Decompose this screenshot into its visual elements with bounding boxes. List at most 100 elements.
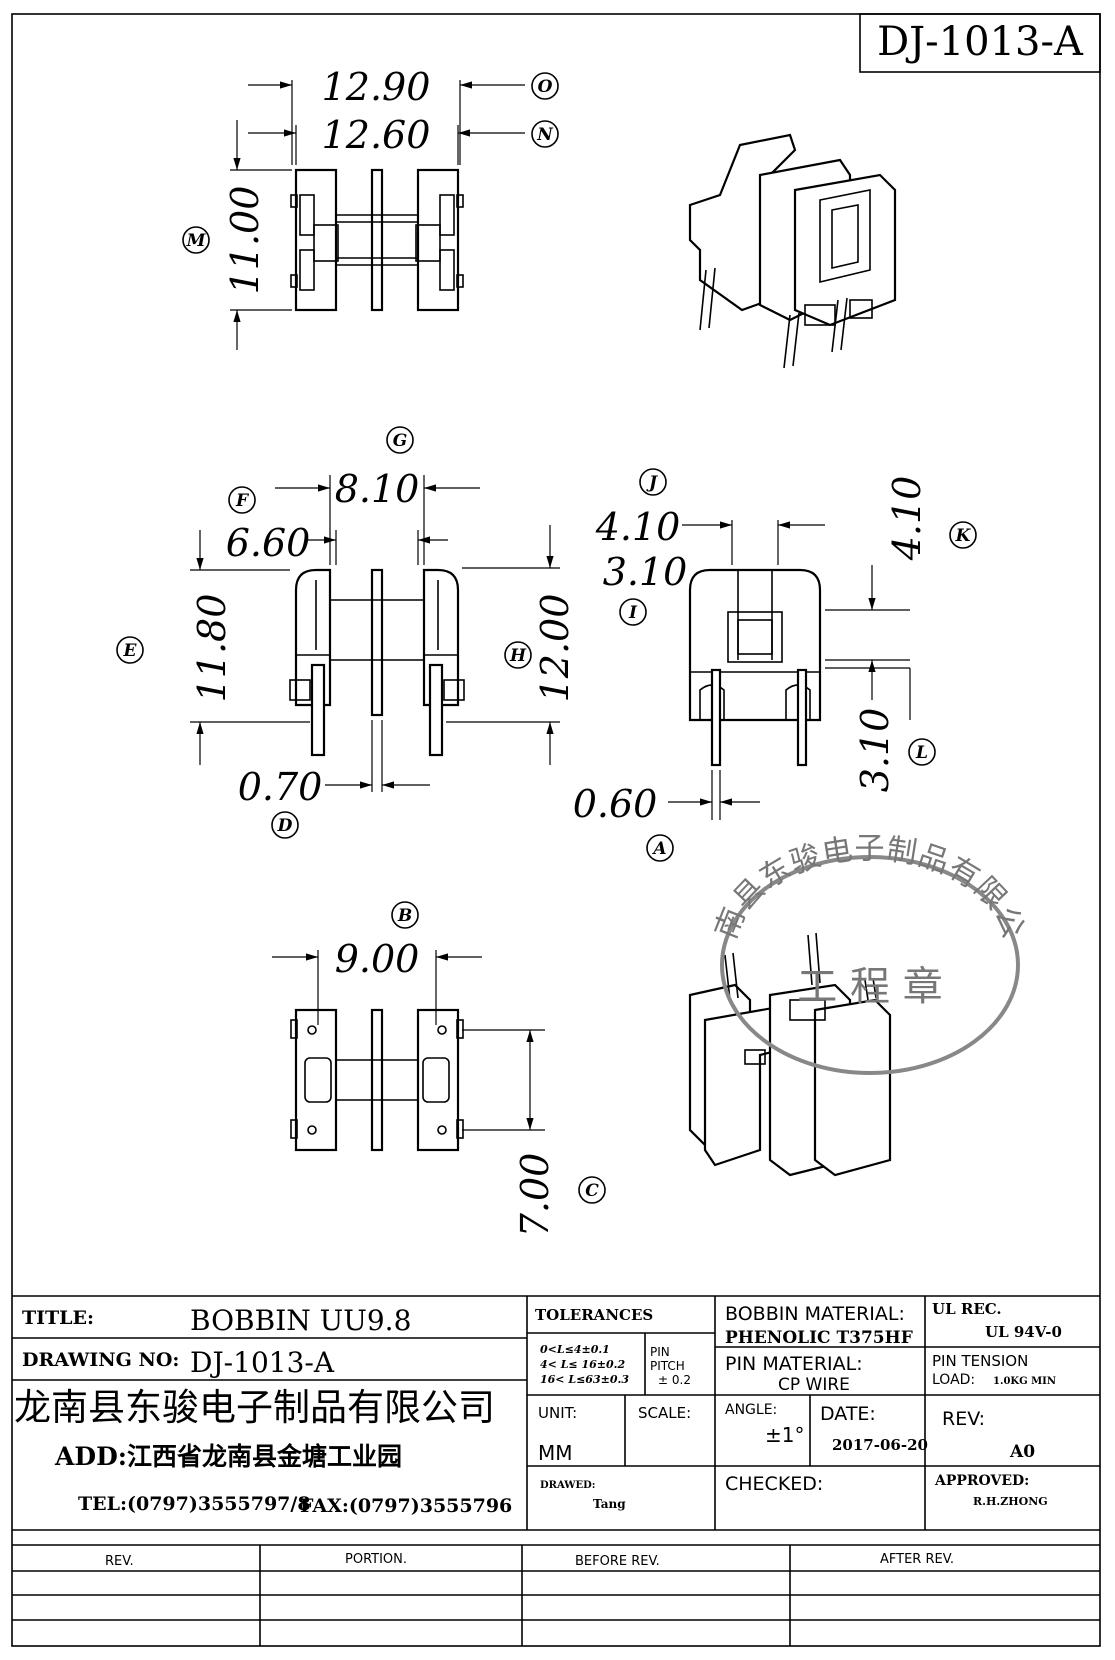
pin-pitch-label2: PITCH	[650, 1359, 685, 1373]
bubble-J	[639, 468, 667, 496]
unit-value: MM	[538, 1441, 573, 1465]
company-fax: FAX:(0797)3555796	[300, 1495, 512, 1517]
dim-K-value: 4.10	[885, 476, 929, 562]
ul-label: UL REC.	[932, 1300, 1002, 1318]
company-address: ADD:江西省龙南县金塘工业园	[54, 1442, 402, 1471]
scale-label: SCALE:	[638, 1404, 691, 1422]
dim-M-value: 11.00	[223, 186, 267, 295]
company-tel: TEL:(0797)3555797/8	[78, 1493, 311, 1515]
stamp-ring-text: 龙南县东骏电子制品有限公司	[0, 0, 1030, 944]
bubble-L	[908, 738, 936, 766]
svg-text:龙南县东骏电子制品有限公司: 龙南县东骏电子制品有限公司	[0, 0, 1030, 944]
bubble-E	[116, 636, 144, 664]
bubble-G	[386, 426, 414, 454]
svg-text:M: M	[186, 231, 207, 251]
tolerances-label: TOLERANCES	[535, 1306, 653, 1324]
bubble-A	[646, 834, 674, 862]
date-label: DATE:	[820, 1403, 876, 1425]
drawn-value: Tang	[593, 1497, 626, 1511]
pin-material-label: PIN MATERIAL:	[725, 1353, 863, 1375]
dim-N-value: 12.60	[322, 113, 431, 157]
pin-tension-load: LOAD:	[932, 1372, 975, 1388]
drawing-no-value: DJ-1013-A	[190, 1346, 335, 1379]
tol-line3: 16< L≤63±0.3	[540, 1373, 629, 1386]
svg-text:H: H	[509, 646, 527, 666]
bubble-B	[391, 901, 419, 929]
svg-text:O: O	[538, 77, 553, 97]
dim-I-value: 3.10	[603, 550, 688, 594]
bubble-D	[271, 811, 299, 839]
drawing-number-box: DJ-1013-A	[859, 13, 1101, 73]
dim-A-value: 0.60	[573, 782, 658, 826]
svg-text:G: G	[393, 431, 408, 451]
approved-value: R.H.ZHONG	[973, 1495, 1048, 1508]
drawing-number-text: DJ-1013-A	[877, 19, 1084, 65]
dim-H-value: 12.00	[533, 594, 577, 703]
front-view: 8.10 G 6.60 F 11.80 E 12.00 H 0.70	[116, 426, 577, 839]
side-view: 4.10 J 3.10 I 4.10 K 3.10 L 0.60 A	[573, 468, 977, 862]
svg-text:B: B	[397, 906, 412, 926]
dim-D-value: 0.70	[238, 765, 323, 809]
drawn-label: DRAWED:	[540, 1480, 595, 1491]
bubble-O	[531, 72, 559, 100]
svg-text:L: L	[915, 743, 928, 763]
bobbin-material-value: PHENOLIC T375HF	[725, 1328, 913, 1348]
pin-pitch-label1: PIN	[650, 1345, 670, 1359]
svg-text:C: C	[585, 1181, 599, 1201]
pin-tension-label: PIN TENSION	[932, 1352, 1028, 1370]
rev-label: REV:	[942, 1408, 985, 1430]
svg-text:K: K	[955, 526, 972, 546]
svg-text:N: N	[536, 125, 554, 145]
dim-C-value: 7.00	[513, 1153, 557, 1238]
svg-text:A: A	[651, 839, 666, 859]
angle-label: ANGLE:	[725, 1402, 777, 1418]
ul-value: UL 94V-0	[985, 1323, 1062, 1341]
pin-tension-value: 1.0KG MIN	[993, 1376, 1056, 1387]
bubble-F	[228, 486, 256, 514]
title-label: TITLE:	[22, 1307, 94, 1329]
rev-header-after: AFTER REV.	[880, 1552, 954, 1567]
checked-label: CHECKED:	[725, 1473, 823, 1495]
rev-header-rev: REV.	[105, 1554, 134, 1569]
drawing-no-label: DRAWING NO:	[22, 1349, 179, 1371]
revision-table: REV. PORTION. BEFORE REV. AFTER REV.	[12, 1544, 1100, 1646]
svg-text:F: F	[235, 491, 250, 511]
title-block: TITLE: BOBBIN UU9.8 DRAWING NO: DJ-1013-…	[12, 1295, 1100, 1531]
rev-value: A0	[1009, 1442, 1035, 1462]
title-value: BOBBIN UU9.8	[190, 1304, 411, 1337]
stamp-center-text: 工 程 章	[797, 964, 942, 1010]
angle-value: ±1°	[765, 1423, 804, 1447]
bubble-H	[504, 641, 532, 669]
bottom-view: 9.00 B 7.00 C	[272, 901, 606, 1238]
pin-pitch-value: ± 0.2	[658, 1373, 691, 1387]
tol-line2: 4< L≤ 16±0.2	[540, 1358, 625, 1371]
dim-E-value: 11.80	[190, 594, 234, 703]
company-name: 龙南县东骏电子制品有限公司	[14, 1386, 495, 1429]
engineering-stamp: 龙南县东骏电子制品有限公司 工 程 章	[0, 0, 1030, 1075]
rev-header-before: BEFORE REV.	[575, 1554, 660, 1569]
pin-material-value: CP WIRE	[778, 1375, 850, 1395]
bubble-N	[531, 120, 559, 148]
dim-B-value: 9.00	[335, 937, 420, 981]
isometric-view-top	[688, 133, 897, 369]
page-border	[11, 13, 1101, 1647]
bubble-I	[619, 598, 647, 626]
rev-header-portion: PORTION.	[345, 1552, 407, 1567]
date-value: 2017-06-20	[832, 1436, 928, 1454]
dim-G-value: 8.10	[335, 467, 420, 511]
unit-label: UNIT:	[538, 1404, 577, 1422]
tol-line1: 0<L≤4±0.1	[540, 1343, 610, 1356]
svg-text:E: E	[123, 641, 138, 661]
bobbin-material-label: BOBBIN MATERIAL:	[725, 1303, 905, 1325]
approved-label: APPROVED:	[934, 1473, 1029, 1489]
top-view: 12.90 O 12.60 N 11.00 M	[182, 65, 559, 350]
dim-L-value: 3.10	[853, 708, 897, 793]
bubble-K	[949, 521, 977, 549]
dim-O-value: 12.90	[322, 65, 431, 109]
svg-text:J: J	[646, 473, 658, 493]
bubble-M	[182, 226, 210, 254]
dim-F-value: 6.60	[226, 521, 311, 565]
bubble-C	[578, 1176, 606, 1204]
